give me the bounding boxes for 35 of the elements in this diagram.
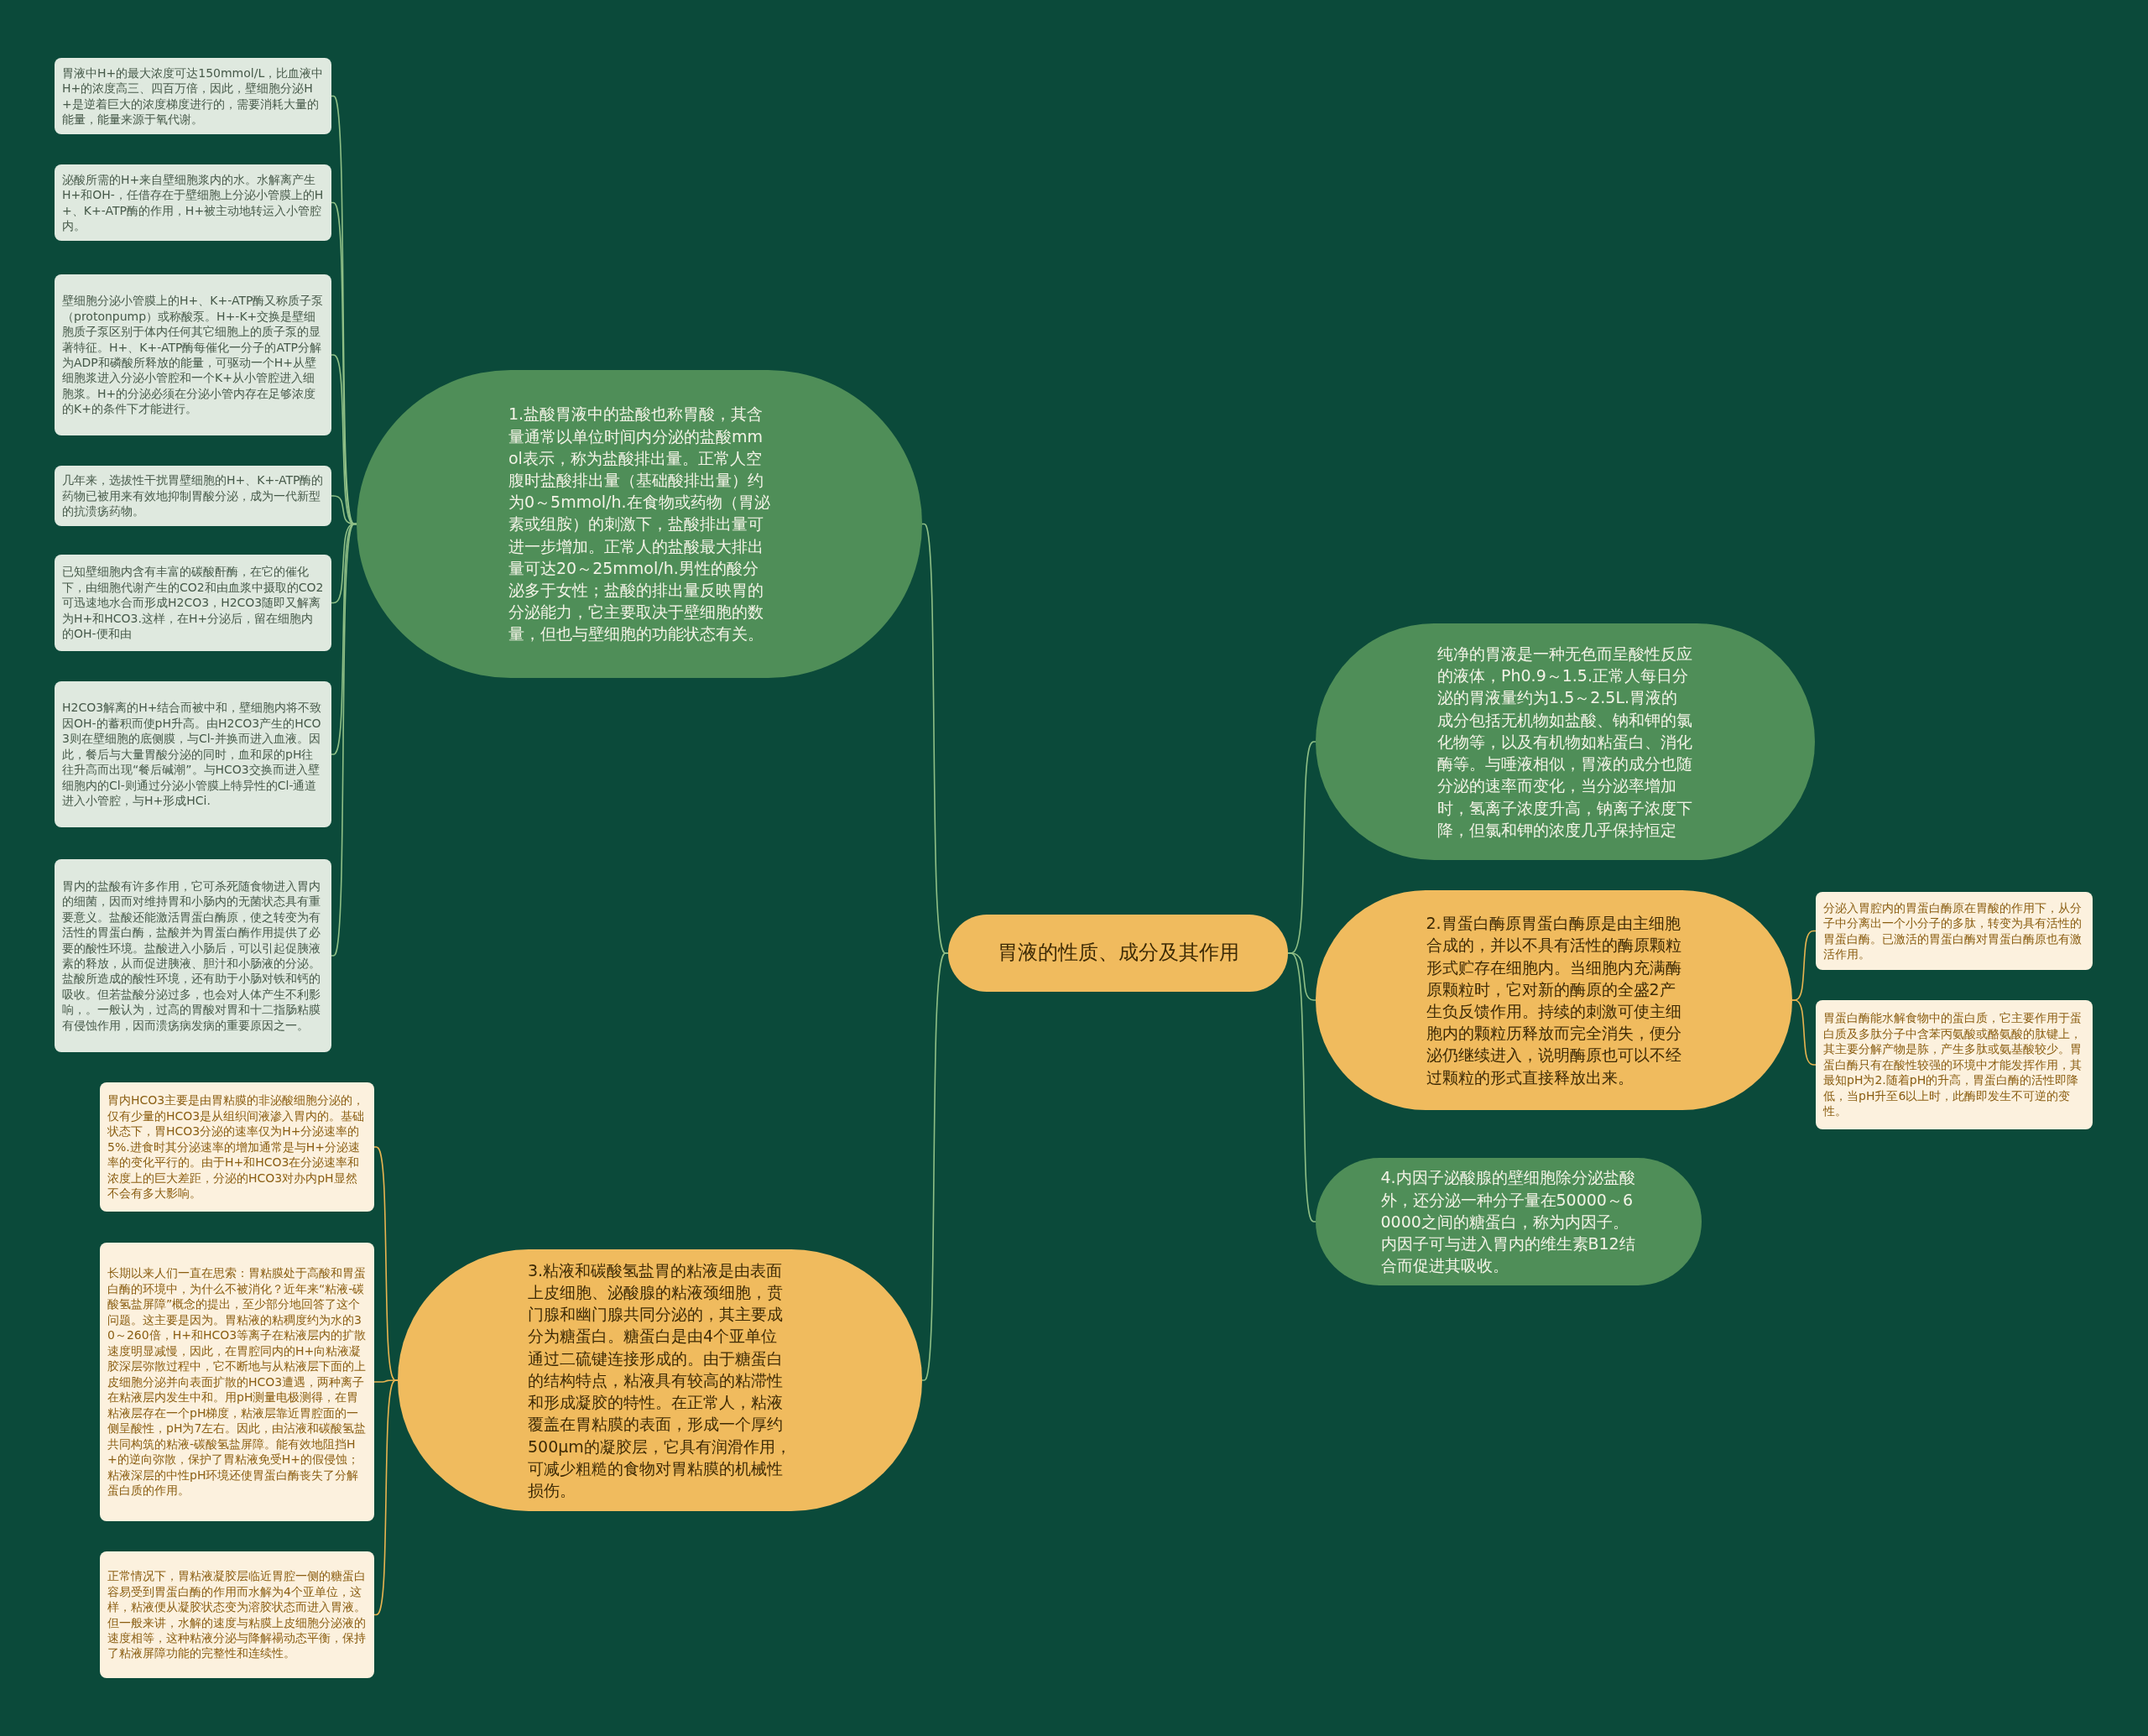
note-card [55, 681, 331, 827]
node-text: H2CO3解离的H+结合而被中和，壁细胞内将不致因OH-的蓄积而使pH升高。由H2CO3产生的HCO3则在壁细胞的底侧膜，与Cl-并换而进入血液。因此，餐后与大量胃酸分泌的同时，血和尿的pH往往升高而出现“餐后碱潮”。与HCO3交换而进入壁细胞内的Cl-则通过分泌小管膜上特异性的Cl-通道进入小管腔，与H+形成HCi. [62, 700, 323, 809]
note-card [55, 58, 331, 134]
note-card [100, 1082, 374, 1212]
node-text: 3.粘液和碳酸氢盐胃的粘液是由表面上皮细胞、泌酸腺的粘液颈细胞，贲门腺和幽门腺共同分泌的，其主要成分为糖蛋白。糖蛋白是由4个亚单位通过二硫键连接形成的。由于糖蛋白的结构特点，粘液具有较高的粘滞性和形成凝胶的特性。在正常人，粘液覆盖在胃粘膜的表面，形成一个厚约500μm的凝胶层，它具有润滑作用，可减少粗糙的食物对胃粘膜的机械性损伤。 [528, 1259, 792, 1501]
note-card [55, 859, 331, 1052]
note-card [55, 164, 331, 241]
connector [1287, 952, 1316, 1222]
node-text: 正常情况下，胃粘液凝胶层临近胃腔一侧的糖蛋白容易受到胃蛋白酶的作用而水解为4个亚单位，这样，粘液便从凝胶状态变为溶胶状态而进入胃液。但一般来讲，水解的速度与粘膜上皮细胞分泌液的速度相等，这种粘液分泌与降解禓动态平衡，保持了粘液屏障功能的完整性和连续性。 [107, 1568, 367, 1661]
node-text: 1.盐酸胃液中的盐酸也称胃酸，其含量通常以单位时间内分泌的盐酸mmol表示，称为盐酸排出量。正常人空腹时盐酸排出量（基础酸排出量）约为0～5mmol/h.在食物或药物（胃泌素或组胺）的刺激下，盐酸排出量可进一步增加。正常人的盐酸最大排出量可达20～25mmol/h.男性的酸分泌多于女性；盐酸的排出量反映胃的分泌能力，它主要取决于壁细胞的数量，但也与壁细胞的功能状态有关。 [508, 404, 770, 645]
node-text: 壁细胞分泌小管膜上的H+、K+-ATP酶又称质子泵（protonpump）或称酸泵。H+-K+交换是壁细胞质子泵区别于体内任何其它细胞上的质子泵的显著特征。H+、K+-ATP酶每催化一分子的ATP分解为ADP和磷酸所释放的能量，可驱动一个H+从壁细胞浆进入分泌小管腔和一个K+从小管腔进入细胞浆。H+的分泌必须在分泌小管内存在足够浓度的K+的条件下才能进行。 [62, 293, 324, 417]
node-text: 4.内因子泌酸腺的壁细胞除分泌盐酸外，还分泌一种分子量在50000～60000之间的糖蛋白，称为内因子。内因子可与进入胃内的维生素B12结合而促进其吸收。 [1380, 1167, 1636, 1277]
node-text: 胃内的盐酸有许多作用，它可杀死随食物进入胃内的细菌，因而对维持胃和小肠内的无菌状态具有重要意义。盐酸还能激活胃蛋白酶原，使之转变为有活性的胃蛋白酶，盐酸并为胃蛋白酶作用提供了必要的酸性环境。盐酸进入小肠后，可以引起促胰液素的释放，从而促进胰液、胆汁和小肠液的分泌。盐酸所造成的酸性环境，还有助于小肠对铁和钙的吸收。但若盐酸分泌过多，也会对人体产生不利影响，。一般认为，过高的胃酸对胃和十二指肠粘膜有侵蚀作用，因而溃疡病发病的重要原因之一。 [62, 878, 321, 1034]
node-text: 纯净的胃液是一种无色而呈酸性反应的液体，Ph0.9～1.5.正常人每日分泌的胃液量约为1.5～2.5L.胃液的成分包括无机物如盐酸、钠和钾的氯化物等，以及有机物如粘蛋白、消化酶等。与唾液相似，胃液的成分也随分泌的速率而变化，当分泌率增加时，氢离子浓度升高，钠离子浓度下降，但氯和钾的浓度几乎保持恒定 [1437, 644, 1693, 841]
node-text: 分泌入胃腔内的胃蛋白酶原在胃酸的作用下，从分子中分离出一个小分子的多肽，转变为具有活性的胃蛋白酶。已激活的胃蛋白酶对胃蛋白酶原也有激活作用。 [1823, 899, 2083, 962]
node-text: 胃液中H+的最大浓度可达150mmol/L，比血液中H+的浓度高三、四百万倍，因此，壁细胞分泌H+是逆着巨大的浓度梯度进行的，需要消耗大量的能量，能量来源于氧代谢。 [62, 65, 324, 128]
node-text: 几年来，选拔性干扰胃壁细胞的H+、K+-ATP酶的药物已被用来有效地抑制胃酸分泌，成为一代新型的抗溃疡药物。 [62, 472, 324, 519]
connector [921, 952, 949, 1381]
node-text: 泌酸所需的H+来自壁细胞浆内的水。水解离产生H+和OH-，任借存在于壁细胞上分泌小管膜上的H+、K+-ATP酶的作用，H+被主动地转运入小管腔内。 [62, 171, 324, 234]
node-text: 已知壁细胞内含有丰富的碳酸酐酶，在它的催化下，由细胞代谢产生的CO2和由血浆中摄取的CO2可迅速地水合而形成H2CO3，H2CO3随即又解离为H+和HCO3.这样，在H+分泌后，留在细胞内的OH-便和由 [62, 564, 324, 642]
note-card [1816, 1000, 2093, 1129]
note-card [1816, 892, 2093, 970]
note-card [100, 1551, 374, 1678]
node-text: 胃液的性质、成分及其作用 [996, 940, 1240, 967]
connector [331, 523, 357, 957]
connector [1791, 999, 1817, 1066]
connector [373, 1379, 399, 1616]
note-card [100, 1243, 374, 1521]
note-card [55, 274, 331, 435]
node-text: 2.胃蛋白酶原胃蛋白酶原是由主细胞合成的，并以不具有活性的酶原颗粒形式贮存在细胞内。当细胞内充满酶原颗粒时，它对新的酶原的全盛2产生负反馈作用。持续的刺激可使主细胞内的颗粒历释放而完全消失，便分泌仍继续进入，说明酶原也可以不经过颗粒的形式直接释放出来。 [1426, 913, 1682, 1088]
node-text: 胃蛋白酶能水解食物中的蛋白质，它主要作用于蛋白质及多肽分子中含苯丙氨酸或酪氨酸的肽键上，其主要分解产物是胨，产生多肽或氨基酸较少。胃蛋白酶只有在酸性较强的环境中才能发挥作用，其最知pH为2.随着pH的升高，胃蛋白酶的活性即降低，当pH升至6以上时，此酶即发生不可逆的变性。 [1823, 1010, 2083, 1119]
node-text: 胃内HCO3主要是由胃粘膜的非泌酸细胞分泌的，仅有少量的HCO3是从组织间液渗入胃内的。基础状态下，胃HCO3分泌的速率仅为H+分泌速率的5%.进食时其分泌速率的增加通常是与H+分泌速率的变化平行的。由于H+和HCO3在分泌速率和浓度上的巨大差距，分泌的HCO3对办内pH显然不会有多大影响。 [107, 1092, 366, 1202]
note-card [55, 466, 331, 526]
note-card [55, 555, 331, 651]
node-text: 长期以来人们一直在思索：胃粘膜处于高酸和胃蛋白酶的环境中，为什么不被消化？近年来“粘液-碳酸氢盐屏障”概念的提出，至少部分地回答了这个问题。这主要是因为。胃粘液的粘稠度约为水的30～260倍，H+和HCO3等离子在粘液层内的扩散速度明显减慢，因此，在胃腔同内的H+向粘液凝胶深层弥散过程中，它不断地与从粘液层下面的上皮细胞分泌并向表面扩散的HCO3遭遇，两种离子在粘液层内发生中和。用pH测量电极测得，在胃粘液层存在一个pH梯度，粘液层靠近胃腔面的一侧呈酸性，pH为7左右。因此，由沾液和碳酸氢盐共同构筑的粘液-碳酸氢盐屏障。能有效地阻挡H+的逆向弥散，保护了胃粘液免受H+的假侵蚀；粘液深层的中性pH环境还使胃蛋白酶丧失了分解蛋白质的作用。 [107, 1265, 367, 1499]
